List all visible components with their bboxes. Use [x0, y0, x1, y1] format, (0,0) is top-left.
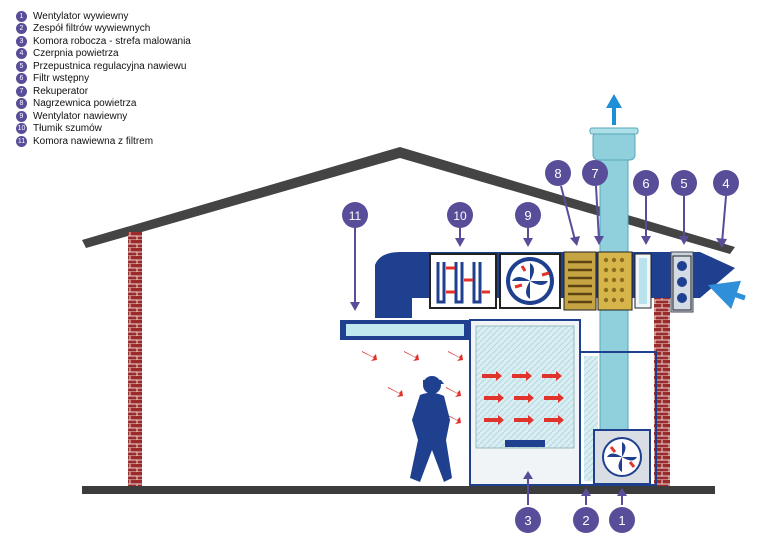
- legend-number-badge: 3: [16, 35, 27, 47]
- legend-item: 8 Nagrzewnica powietrza: [16, 98, 191, 111]
- legend-label: Komora robocza - strefa malowania: [33, 35, 191, 47]
- legend-item: 6 Filtr wstępny: [16, 73, 191, 86]
- legend-item: 3 Komora robocza - strefa malowania: [16, 35, 191, 48]
- legend-number-badge: 8: [16, 98, 27, 110]
- svg-text:2: 2: [582, 513, 589, 528]
- legend-label: Zespół filtrów wywiewnych: [33, 23, 151, 35]
- legend-item: 5 Przepustnica regulacyjna nawiewu: [16, 60, 191, 73]
- callout-badge-10: 10: [447, 202, 473, 228]
- legend-label: Filtr wstępny: [33, 73, 90, 85]
- legend-item: 10 Tłumik szumów: [16, 123, 191, 136]
- exhaust-arrow-icon: [606, 94, 622, 125]
- worker-silhouette: [410, 376, 452, 482]
- legend-item: 11 Komora nawiewna z filtrem: [16, 135, 191, 148]
- callout-badge-1: 1: [609, 507, 635, 533]
- callout-badge-3: 3: [515, 507, 541, 533]
- svg-text:5: 5: [680, 176, 687, 191]
- legend-item: 7 Rekuperator: [16, 85, 191, 98]
- svg-text:7: 7: [591, 166, 598, 181]
- legend-number-badge: 6: [16, 73, 27, 85]
- legend-item: 4 Czerpnia powietrza: [16, 48, 191, 61]
- legend-label: Wentylator wywiewny: [33, 10, 129, 22]
- callout-badge-7: 7: [582, 160, 608, 186]
- callout-badge-2: 2: [573, 507, 599, 533]
- svg-text:1: 1: [618, 513, 625, 528]
- legend-number-badge: 2: [16, 23, 27, 35]
- chimney-cap: [592, 131, 636, 161]
- callout-badge-11: 11: [342, 202, 368, 228]
- legend-label: Komora nawiewna z filtrem: [33, 135, 154, 147]
- right-brick-wall: [654, 286, 670, 490]
- callout-badge-5: 5: [671, 170, 697, 196]
- floor-grate: [505, 440, 545, 447]
- svg-text:4: 4: [722, 176, 729, 191]
- legend-item: 2 Zespół filtrów wywiewnych: [16, 23, 191, 36]
- svg-text:8: 8: [554, 166, 561, 181]
- airflow-arrows: [362, 351, 564, 425]
- svg-text:11: 11: [349, 209, 362, 223]
- legend-number-badge: 11: [16, 135, 27, 147]
- floor-line: [82, 486, 715, 494]
- legend-label: Rekuperator: [33, 85, 89, 97]
- legend-number-badge: 7: [16, 85, 27, 97]
- legend-label: Wentylator nawiewny: [33, 110, 128, 122]
- legend-number-badge: 4: [16, 48, 27, 60]
- legend: 1 Wentylator wywiewny 2 Zespół filtrów wywi…: [16, 10, 191, 148]
- svg-text:10: 10: [453, 209, 467, 223]
- legend-item: 9 Wentylator nawiewny: [16, 110, 191, 123]
- svg-text:3: 3: [524, 513, 531, 528]
- roof: [82, 147, 735, 254]
- legend-number-badge: 9: [16, 110, 27, 122]
- legend-label: Czerpnia powietrza: [33, 48, 119, 60]
- callout-badge-8: 8: [545, 160, 571, 186]
- svg-text:9: 9: [524, 208, 531, 223]
- svg-text:6: 6: [642, 176, 649, 191]
- legend-number-badge: 10: [16, 123, 27, 135]
- legend-label: Nagrzewnica powietrza: [33, 98, 137, 110]
- legend-label: Tłumik szumów: [33, 123, 102, 135]
- left-brick-wall: [128, 232, 142, 490]
- callout-badge-9: 9: [515, 202, 541, 228]
- intake-arrow-icon: [707, 280, 746, 310]
- legend-label: Przepustnica regulacyjna nawiewu: [33, 60, 187, 72]
- legend-item: 1 Wentylator wywiewny: [16, 10, 191, 23]
- callout-badge-6: 6: [633, 170, 659, 196]
- legend-number-badge: 5: [16, 60, 27, 72]
- callout-badge-4: 4: [713, 170, 739, 196]
- legend-number-badge: 1: [16, 10, 27, 22]
